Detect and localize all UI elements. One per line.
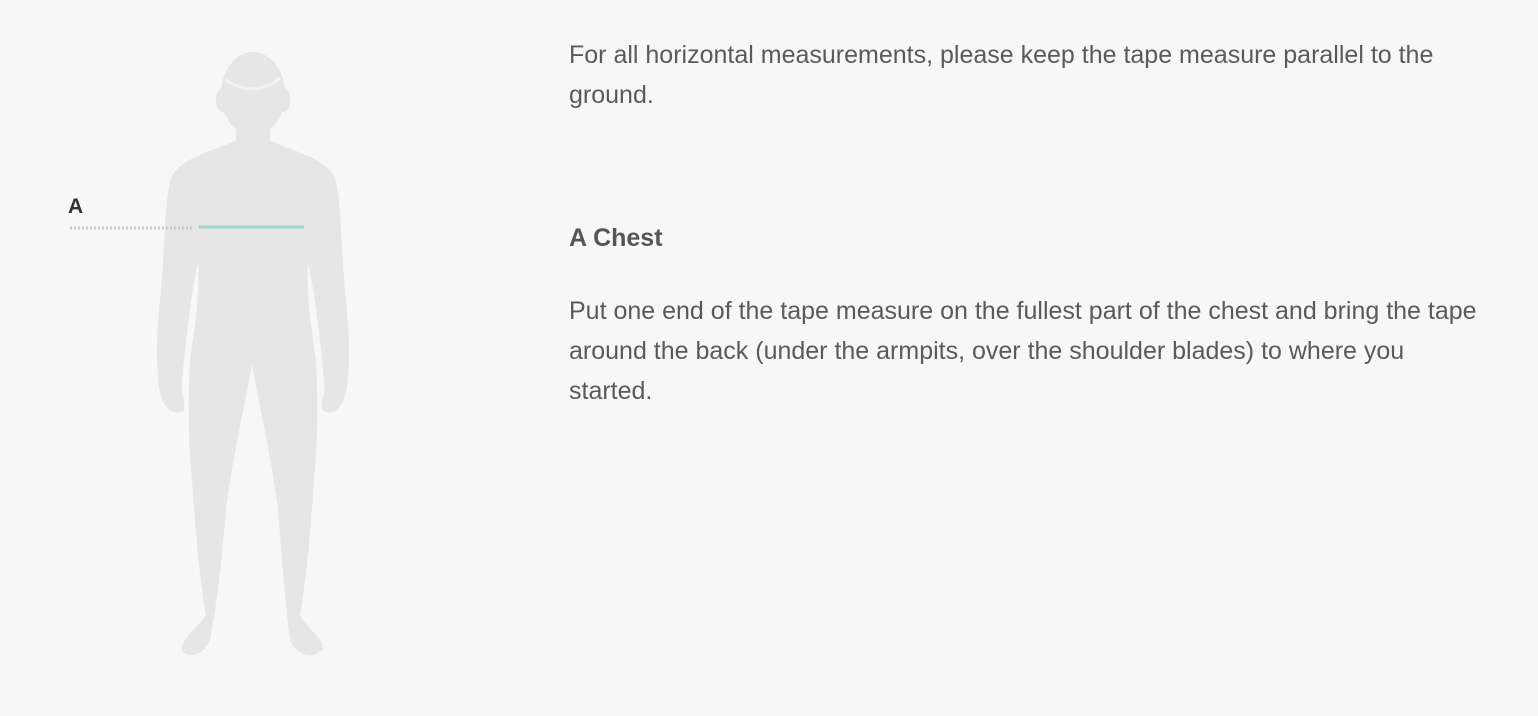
intro-text: For all horizontal measurements, please … (569, 41, 1434, 109)
measurement-instructions: For all horizontal measurements, please … (569, 35, 1499, 405)
section-description-chest: Put one end of the tape measure on the f… (569, 297, 1477, 405)
section-title-chest: A Chest (569, 224, 663, 252)
chest-marker-label: A (68, 195, 84, 218)
body-silhouette (70, 52, 349, 656)
body-figure-panel: A (0, 0, 520, 716)
